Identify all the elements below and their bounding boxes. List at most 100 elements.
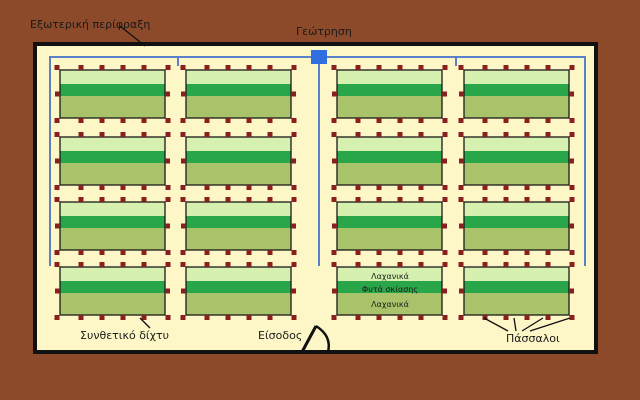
post — [120, 262, 126, 267]
bed-label-shade-plants: Φυτά σκίασης — [362, 285, 418, 294]
post — [99, 185, 105, 190]
post — [54, 262, 60, 267]
outer-fence-label: Εξωτερική περίφραξη — [30, 18, 150, 31]
bed-olive-stripe — [337, 96, 442, 118]
post — [418, 197, 424, 202]
post — [204, 250, 210, 255]
bed-olive-stripe — [464, 163, 569, 185]
bed-dark-stripe — [464, 151, 569, 163]
post — [165, 118, 171, 123]
post — [141, 197, 147, 202]
post — [55, 91, 60, 97]
well-marker — [311, 50, 327, 64]
post — [482, 250, 488, 255]
post — [246, 132, 252, 137]
post — [331, 132, 337, 137]
post — [355, 262, 361, 267]
post — [180, 315, 186, 320]
post — [55, 288, 60, 294]
post — [376, 132, 382, 137]
post — [376, 250, 382, 255]
post — [99, 118, 105, 123]
pipe-stubs — [49, 262, 586, 266]
post — [503, 132, 509, 137]
bed-dark-stripe — [186, 281, 291, 293]
post — [180, 132, 186, 137]
bed-label-vegetables-bottom: Λαχανικά — [371, 300, 409, 309]
post — [165, 288, 170, 294]
post — [376, 65, 382, 70]
post — [99, 315, 105, 320]
post — [181, 288, 186, 294]
post — [78, 185, 84, 190]
post — [376, 185, 382, 190]
post — [459, 223, 464, 229]
post — [376, 315, 382, 320]
post — [165, 65, 171, 70]
post — [120, 315, 126, 320]
post — [54, 118, 60, 123]
post — [120, 197, 126, 202]
bed-olive-stripe — [464, 96, 569, 118]
post — [225, 65, 231, 70]
post — [165, 262, 171, 267]
bed-dark-stripe — [186, 84, 291, 96]
bed-r2-c3 — [336, 136, 443, 186]
post — [418, 185, 424, 190]
post — [141, 262, 147, 267]
bed-olive-stripe — [186, 96, 291, 118]
post — [331, 250, 337, 255]
post — [442, 118, 448, 123]
bed-r3-c2 — [185, 201, 292, 251]
post — [482, 197, 488, 202]
post — [545, 197, 551, 202]
post — [204, 118, 210, 123]
well-label: Γεώτρηση — [296, 25, 352, 38]
bed-olive-stripe — [337, 228, 442, 250]
post — [246, 197, 252, 202]
post — [291, 315, 297, 320]
post — [442, 132, 448, 137]
post — [204, 197, 210, 202]
post — [376, 118, 382, 123]
bed-r3-c1 — [59, 201, 166, 251]
post — [291, 185, 297, 190]
post — [246, 315, 252, 320]
post — [376, 197, 382, 202]
bed-r3-c3 — [336, 201, 443, 251]
post — [54, 132, 60, 137]
post — [418, 65, 424, 70]
bed-dark-stripe — [186, 216, 291, 228]
post — [569, 197, 575, 202]
post — [569, 185, 575, 190]
post — [545, 65, 551, 70]
post — [180, 185, 186, 190]
post — [267, 65, 273, 70]
post — [225, 250, 231, 255]
post — [141, 185, 147, 190]
post — [458, 262, 464, 267]
post — [267, 315, 273, 320]
post — [55, 158, 60, 164]
post — [569, 91, 574, 97]
post — [246, 65, 252, 70]
post — [78, 132, 84, 137]
post — [524, 118, 530, 123]
post — [181, 158, 186, 164]
post — [397, 262, 403, 267]
post — [397, 315, 403, 320]
post — [442, 250, 448, 255]
post — [482, 132, 488, 137]
post — [291, 197, 297, 202]
post — [442, 65, 448, 70]
post — [458, 315, 464, 320]
post — [120, 118, 126, 123]
post — [204, 132, 210, 137]
bed-olive-stripe — [60, 228, 165, 250]
post — [165, 158, 170, 164]
post — [291, 132, 297, 137]
post — [99, 132, 105, 137]
post — [355, 65, 361, 70]
post — [331, 262, 337, 267]
bed-dark-stripe — [337, 84, 442, 96]
